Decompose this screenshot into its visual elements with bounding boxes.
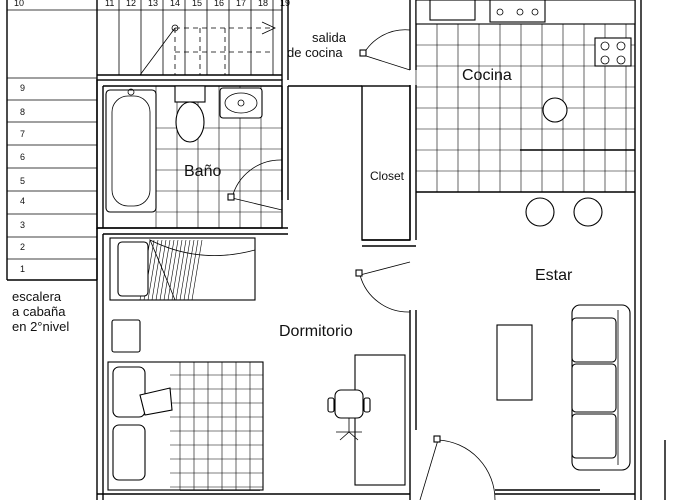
toilet-icon [175,101,205,143]
bedroom [107,237,406,491]
nightstand-icon [111,319,141,353]
bathroom [105,85,283,228]
stair-numbers-left: 10 9 8 7 6 5 4 3 2 1 [14,0,25,274]
step-number: 2 [20,242,25,252]
step-number: 11 [105,0,114,8]
step-number: 15 [192,0,202,8]
stool-icon [542,97,568,123]
step-number: 1 [20,264,25,274]
step-number: 19 [280,0,290,8]
note-escalera-line1: escalera [12,289,62,304]
note-salida-line1: salida [312,30,347,45]
step-number: 7 [20,129,25,139]
step-number: 9 [20,83,25,93]
step-number: 8 [20,107,25,117]
step-number: 10 [14,0,24,8]
doors [227,29,496,500]
stool-icon [573,197,603,227]
step-number: 13 [148,0,158,8]
stove-icon [594,37,632,67]
stool-icon [525,197,555,227]
step-number: 4 [20,196,25,206]
desk-icon [354,354,406,486]
step-number: 5 [20,176,25,186]
step-number: 12 [126,0,136,8]
step-number: 14 [170,0,180,8]
living-room [496,197,631,471]
sofa-icon [571,304,631,471]
staircase [6,0,282,281]
bathtub-icon [105,89,157,213]
room-label-bano: Baño [184,163,221,180]
stair-numbers-top: 11 12 13 14 15 16 17 18 19 [105,0,290,8]
step-number: 17 [236,0,246,8]
room-label-estar: Estar [535,267,573,284]
room-label-closet: Closet [370,169,405,183]
step-number: 16 [214,0,224,8]
step-number: 3 [20,220,25,230]
room-label-dormitorio: Dormitorio [279,323,353,340]
office-chair-icon [327,389,371,441]
note-escalera-line2: a cabaña [12,304,66,319]
kitchen [415,0,636,193]
step-number: 6 [20,152,25,162]
washbasin-icon [219,87,263,119]
step-number: 18 [258,0,268,8]
fridge-icon [429,0,476,21]
note-salida-line2: de cocina [287,45,343,60]
room-label-cocina: Cocina [462,67,512,84]
toilet-tank-icon [174,85,206,103]
coffee-table-icon [496,324,533,401]
note-escalera-line3: en 2°nivel [12,319,69,334]
